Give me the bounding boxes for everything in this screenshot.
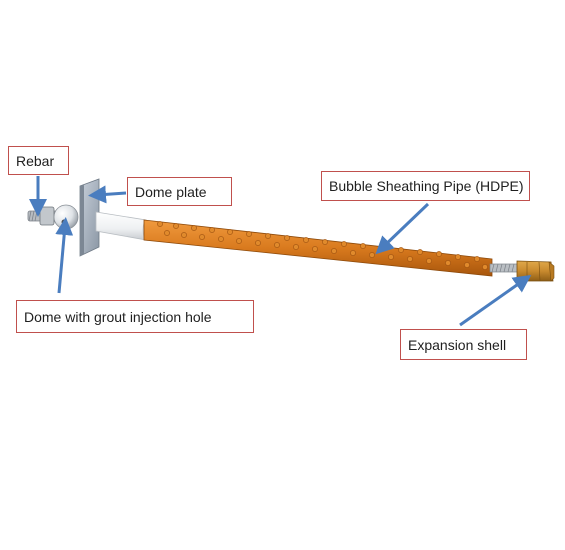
rebar-nut: [39, 206, 55, 226]
bubble-sheathing-pipe: [143, 219, 493, 277]
arrow-dome: [55, 217, 74, 294]
grout-injection-hole: [61, 219, 67, 225]
white-sleeve: [95, 211, 150, 241]
expansion-shell: [516, 260, 555, 282]
callout-arrows: [29, 176, 532, 327]
pipe-bubbles: [157, 221, 488, 270]
arrow-pipe: [375, 202, 430, 255]
dome-label: Dome with grout injection hole: [16, 300, 254, 333]
dome: [53, 204, 79, 230]
rebar-label: Rebar: [8, 146, 69, 175]
rebar: [27, 206, 59, 226]
bubble-sheathing-pipe-label: Bubble Sheathing Pipe (HDPE): [321, 171, 530, 201]
expansion-shell-label: Expansion shell: [400, 329, 527, 360]
arrow-expansion-shell: [459, 274, 532, 327]
dome-plate-label: Dome plate: [127, 177, 232, 206]
arrow-dome-plate: [88, 185, 127, 204]
end-thread: [489, 263, 519, 273]
